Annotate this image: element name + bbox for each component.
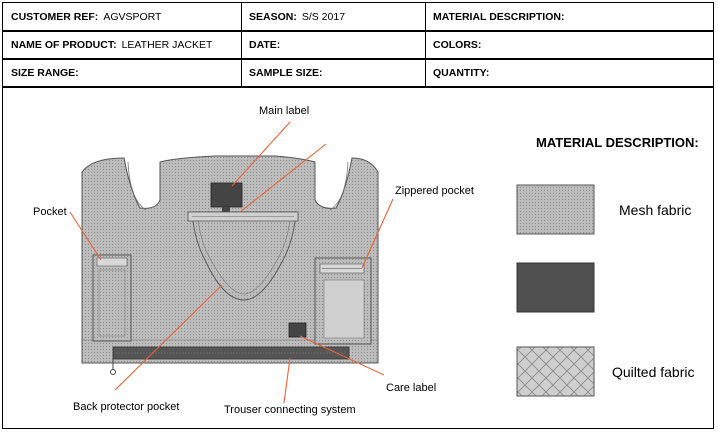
header-col-divider-1 bbox=[241, 3, 242, 87]
quantity-label: QUANTITY: bbox=[433, 67, 490, 79]
colors-cell: COLORS: bbox=[433, 31, 486, 59]
season-label: SEASON: bbox=[249, 11, 297, 23]
legend-swatch-dark bbox=[516, 262, 595, 313]
legend-swatch-mesh bbox=[516, 184, 595, 235]
back-protector-pocket bbox=[191, 211, 297, 301]
size-range-cell: SIZE RANGE: bbox=[11, 59, 84, 87]
callout-pocket: Pocket bbox=[33, 206, 67, 218]
sample-size-label: SAMPLE SIZE: bbox=[249, 67, 323, 79]
customer-ref-value: AGVSPORT bbox=[103, 11, 162, 23]
legend-label-mesh: Mesh fabric bbox=[619, 202, 691, 218]
callout-trouser-connecting-system: Trouser connecting system bbox=[224, 404, 356, 416]
main-label-patch bbox=[210, 182, 243, 208]
callout-back-protector-pocket: Back protector pocket bbox=[73, 401, 179, 413]
legend-swatch-quilted bbox=[516, 346, 595, 397]
legend-label-quilted: Quilted fabric bbox=[612, 364, 694, 380]
header-table: CUSTOMER REF: AGVSPORT SEASON: S/S 2017 … bbox=[3, 3, 713, 88]
tech-pack-sheet: CUSTOMER REF: AGVSPORT SEASON: S/S 2017 … bbox=[2, 2, 714, 429]
header-divider-1 bbox=[3, 30, 713, 32]
size-range-label: SIZE RANGE: bbox=[11, 67, 79, 79]
customer-ref-cell: CUSTOMER REF: AGVSPORT bbox=[11, 3, 161, 31]
sample-size-cell: SAMPLE SIZE: bbox=[249, 59, 328, 87]
season-cell: SEASON: S/S 2017 bbox=[249, 3, 345, 31]
care-label-patch bbox=[288, 322, 307, 338]
header-col-divider-2 bbox=[425, 3, 426, 87]
product-name-cell: NAME OF PRODUCT: LEATHER JACKET bbox=[11, 31, 212, 59]
callout-care-label: Care label bbox=[386, 382, 436, 394]
date-cell: DATE: bbox=[249, 31, 285, 59]
product-name-value: LEATHER JACKET bbox=[121, 39, 213, 51]
legend-title: MATERIAL DESCRIPTION: bbox=[536, 135, 699, 150]
left-pocket bbox=[92, 254, 132, 342]
header-divider-2 bbox=[3, 58, 713, 60]
callout-zippered-pocket: Zippered pocket bbox=[395, 185, 474, 197]
product-name-label: NAME OF PRODUCT: bbox=[11, 39, 117, 51]
colors-label: COLORS: bbox=[433, 39, 482, 51]
season-value: S/S 2017 bbox=[301, 11, 346, 23]
customer-ref-label: CUSTOMER REF: bbox=[11, 11, 99, 23]
header-divider-3 bbox=[3, 86, 713, 88]
callout-lines bbox=[69, 121, 394, 404]
callout-main-label: Main label bbox=[259, 105, 309, 117]
material-description-label: MATERIAL DESCRIPTION: bbox=[433, 11, 565, 23]
quantity-cell: QUANTITY: bbox=[433, 59, 494, 87]
date-label: DATE: bbox=[249, 39, 281, 51]
material-description-cell: MATERIAL DESCRIPTION: bbox=[433, 3, 569, 31]
